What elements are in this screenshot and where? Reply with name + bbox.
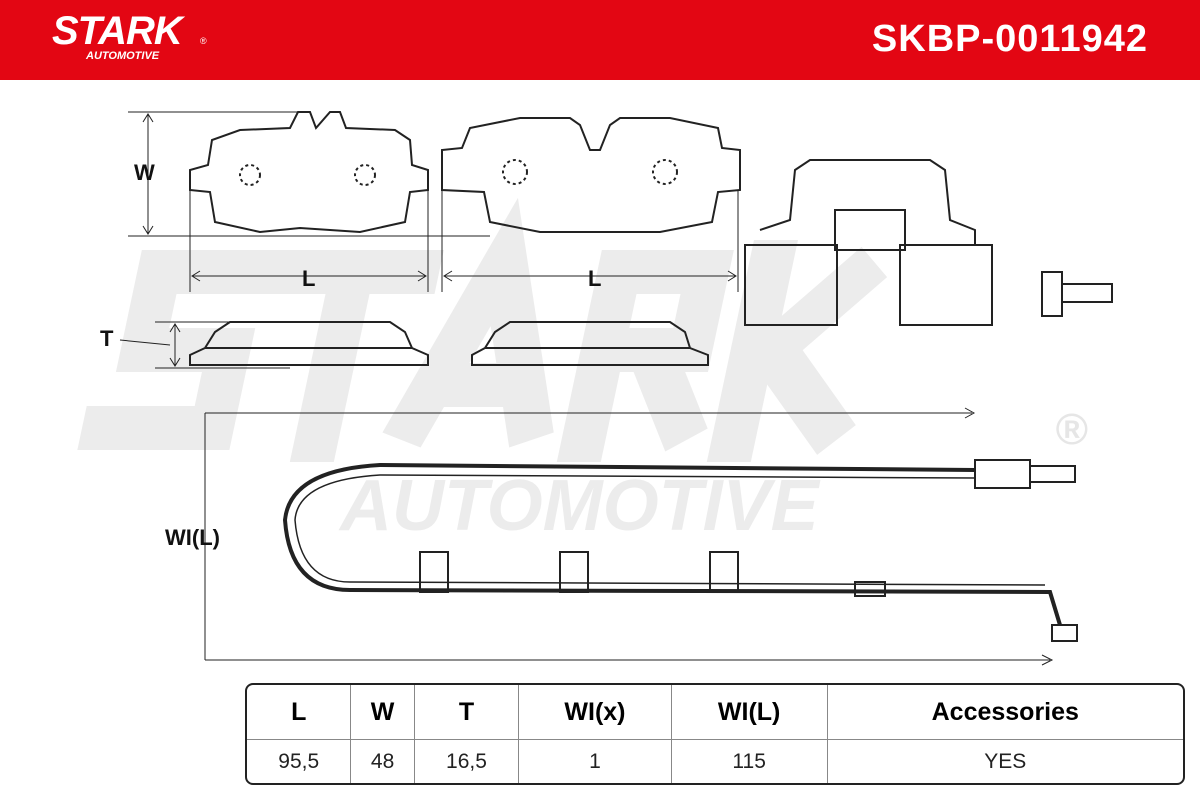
value-t: 16,5: [415, 740, 520, 783]
stark-logo: STARK ® AUTOMOTIVE: [52, 9, 207, 62]
label-t: T: [100, 326, 114, 351]
dimension-t: [119, 321, 290, 369]
header-w: W: [351, 685, 415, 740]
value-wix: 1: [519, 740, 672, 783]
header-t: T: [414, 685, 520, 740]
brake-pad-side-views: [189, 321, 709, 366]
value-l: 95,5: [247, 740, 352, 783]
part-number: SKBP-0011942: [871, 18, 1148, 60]
logo-sub: AUTOMOTIVE: [86, 50, 160, 62]
header-bar: STARK ® AUTOMOTIVE SKBP-0011942: [0, 0, 1200, 80]
dimension-wil: [204, 407, 1054, 666]
specs-header-row: L W T WI(x) WI(L) Accessories: [247, 685, 1183, 740]
value-w: 48: [351, 740, 415, 783]
specs-value-row: 95,5 48 16,5 1 115 YES: [247, 740, 1183, 783]
brake-pad-left: [189, 111, 429, 234]
bolt: [1041, 271, 1113, 317]
header-l: L: [247, 685, 352, 740]
retaining-clip: [744, 159, 993, 326]
header-wil: WI(L): [671, 685, 828, 740]
header-wix: WI(x): [519, 685, 672, 740]
watermark-registered: ®: [1055, 405, 1088, 454]
brake-pad-right: [441, 117, 741, 233]
logo-registered: ®: [200, 36, 207, 46]
label-l-right: L: [588, 266, 602, 291]
specs-table: L W T WI(x) WI(L) Accessories 95,5 48 16…: [245, 683, 1185, 785]
watermark-sub: AUTOMOTIVE: [340, 466, 819, 546]
dimension-l: [189, 190, 739, 292]
value-accessories: YES: [984, 749, 1027, 773]
logo-brand: STARK: [52, 9, 183, 53]
header-accessories: Accessories: [827, 685, 1183, 740]
technical-drawing: [119, 111, 1113, 666]
label-l-left: L: [302, 266, 316, 291]
dimension-w: [128, 111, 490, 237]
value-wil: 115: [672, 740, 828, 783]
wear-sensor-wire: [282, 459, 1078, 642]
label-w: W: [134, 160, 155, 185]
watermark-brand: [77, 197, 888, 462]
label-wil: WI(L): [165, 525, 220, 550]
